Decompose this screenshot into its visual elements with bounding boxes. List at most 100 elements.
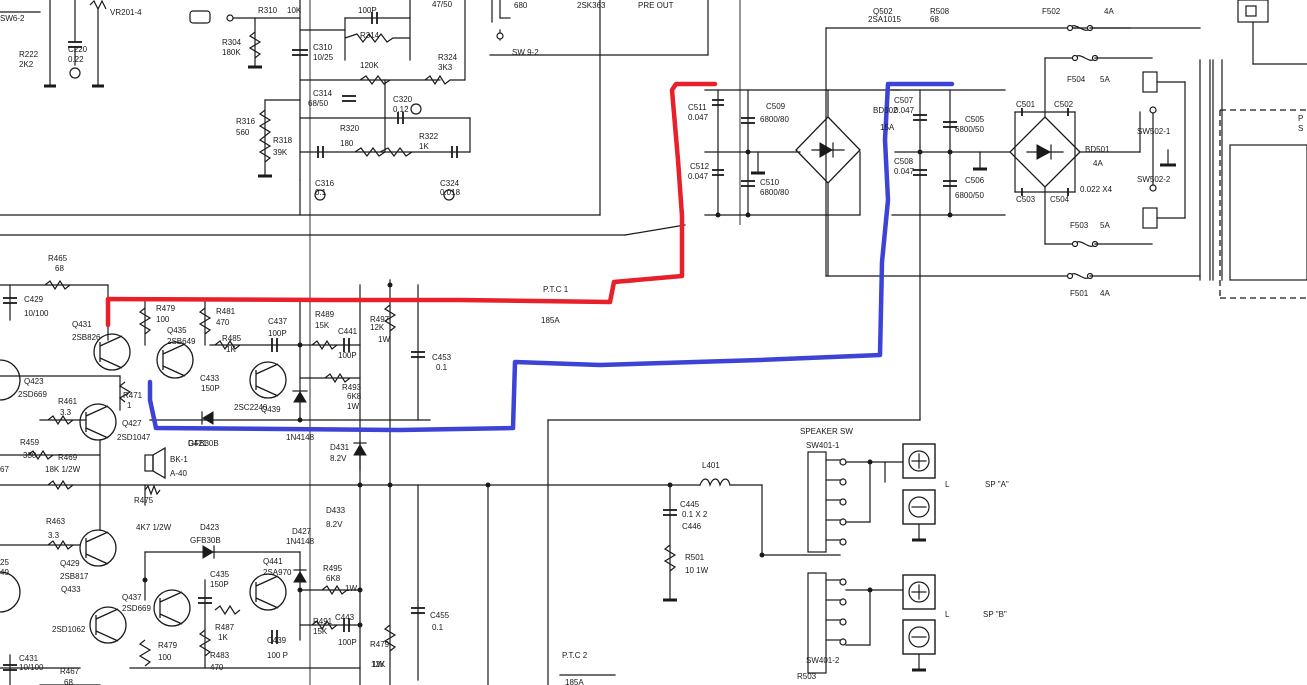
component-label: 8.2V: [330, 454, 347, 463]
component-label: C220: [68, 45, 88, 54]
component-label: 0.22: [68, 55, 84, 64]
component-label: Q423: [24, 377, 44, 386]
component-label: Q502: [873, 7, 893, 16]
component-label: SW401-2: [806, 656, 840, 665]
component-label: R493: [342, 383, 362, 392]
component-label: P.T.C 1: [543, 285, 569, 294]
component-label: 3.3: [60, 408, 72, 417]
component-label: 1K: [226, 345, 236, 354]
component-label: C512: [690, 162, 710, 171]
component-label: 100P: [338, 351, 357, 360]
component-label: Q433: [61, 585, 81, 594]
component-label: 15K: [315, 321, 330, 330]
component-label: 100P: [358, 6, 377, 15]
component-label: VR201-4: [110, 8, 142, 17]
component-label: 0.047: [688, 113, 709, 122]
component-label: R503: [797, 672, 817, 681]
component-label: 18K 1/2W: [45, 465, 81, 474]
component-label: 2SB817: [60, 572, 89, 581]
component-label: R467: [60, 667, 80, 676]
component-label: 1N4148: [286, 537, 315, 546]
component-label: R497: [370, 315, 390, 324]
component-label: 39K: [273, 148, 288, 157]
component-label: BK-1: [170, 455, 188, 464]
component-label: R461: [58, 397, 78, 406]
component-label: R463: [46, 517, 66, 526]
component-label: 15K: [313, 627, 328, 636]
component-label: 1W: [372, 660, 384, 669]
component-label: 6800/80: [760, 115, 789, 124]
component-label: C324: [440, 179, 460, 188]
component-label: SW6-2: [0, 14, 25, 23]
component-label: 12K: [371, 660, 386, 669]
component-label: 10K: [287, 6, 302, 15]
component-label: C507: [894, 96, 914, 105]
component-label: SP "B": [983, 610, 1007, 619]
component-label: C505: [965, 115, 985, 124]
component-label: 2SA970: [263, 568, 292, 577]
output-section: [663, 443, 936, 674]
component-label: 150P: [201, 384, 220, 393]
component-label: C431: [19, 654, 39, 663]
component-label: 49: [0, 568, 9, 577]
component-label: Q437: [122, 593, 142, 602]
component-label: R487: [215, 623, 235, 632]
component-label: 6800/50: [955, 191, 984, 200]
component-label: 4A: [1100, 289, 1110, 298]
component-label: R304: [222, 38, 242, 47]
component-label: C435: [210, 570, 230, 579]
component-label: S: [1298, 124, 1303, 133]
component-label: L: [945, 480, 950, 489]
component-label: 2SD669: [18, 390, 47, 399]
component-label: C314: [313, 89, 333, 98]
component-label: Q427: [122, 419, 142, 428]
component-label: 6K8: [326, 574, 341, 583]
component-label: R320: [340, 124, 360, 133]
component-label: SW502-2: [1137, 175, 1171, 184]
component-label: 470: [216, 318, 230, 327]
component-label: R322: [419, 132, 439, 141]
component-label: 25: [0, 558, 9, 567]
component-label: 1W: [347, 402, 359, 411]
component-label: R314: [360, 31, 380, 40]
component-label: 0.018: [440, 188, 461, 197]
component-label: C453: [432, 353, 452, 362]
power-supply-section: [547, 24, 1307, 685]
component-label: C510: [760, 178, 780, 187]
component-label: P: [1298, 114, 1303, 123]
component-label: C316: [315, 179, 335, 188]
component-label: 4K7 1/2W: [136, 523, 172, 532]
component-label: C443: [335, 613, 355, 622]
component-label: 0.047: [894, 106, 915, 115]
component-label: SW502-1: [1137, 127, 1171, 136]
component-label: 2SB826: [72, 333, 101, 342]
component-label: 3.3: [48, 531, 60, 540]
component-label: Q429: [60, 559, 80, 568]
component-label: 0.022 X4: [1080, 185, 1113, 194]
component-label: 68/50: [308, 99, 329, 108]
component-label: SW 9-2: [512, 48, 539, 57]
component-label: R495: [323, 564, 343, 573]
component-label: 0.1 X 2: [682, 510, 708, 519]
component-label: C503: [1016, 195, 1036, 204]
component-label: GFB30B: [188, 439, 219, 448]
component-label: C511: [688, 103, 707, 112]
component-label: Q435: [167, 326, 187, 335]
component-label: 10 1W: [685, 566, 709, 575]
component-label: R481: [216, 307, 236, 316]
component-label: D421: [188, 439, 208, 448]
component-label: R479: [156, 304, 176, 313]
component-label: R316: [236, 117, 256, 126]
component-label: C446: [682, 522, 702, 531]
component-label: C429: [24, 295, 44, 304]
component-label: 2SD1062: [52, 625, 86, 634]
component-label: C501: [1016, 100, 1036, 109]
component-label: F501: [1070, 289, 1089, 298]
component-label: F504: [1067, 75, 1086, 84]
component-label: R318: [273, 136, 293, 145]
component-label: C502: [1054, 100, 1074, 109]
component-label: R324: [438, 53, 458, 62]
component-label: R508: [930, 7, 950, 16]
preamp-section: [0, 0, 1307, 236]
